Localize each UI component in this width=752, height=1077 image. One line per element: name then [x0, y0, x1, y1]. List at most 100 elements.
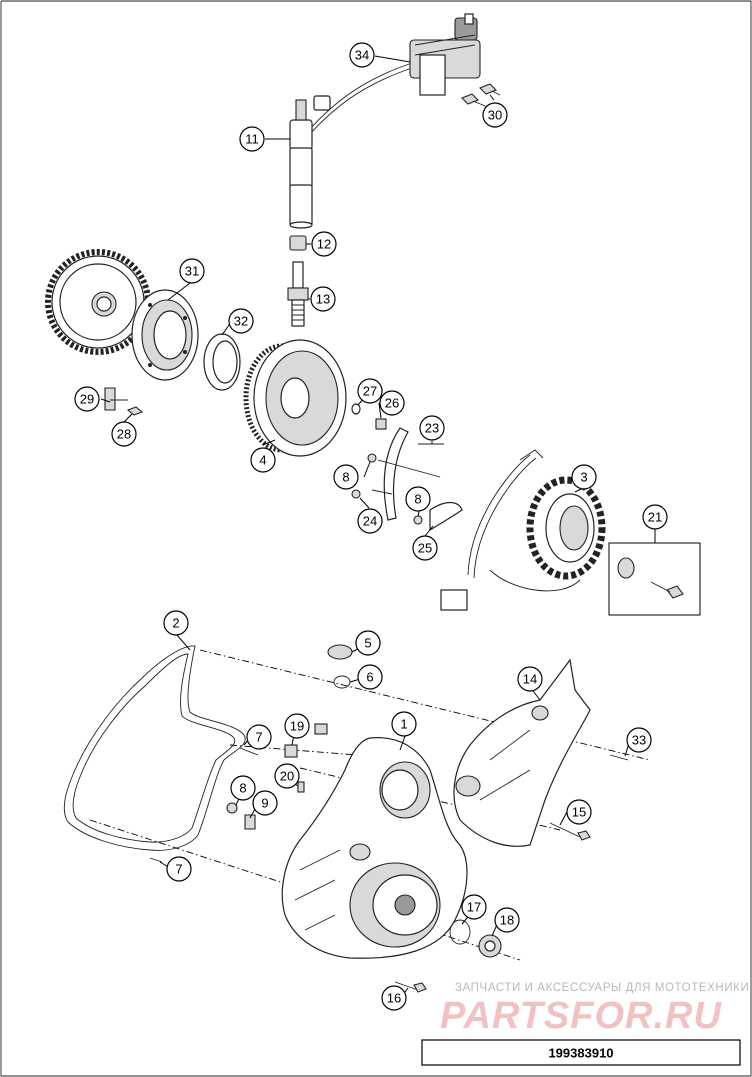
callout-13: 13 [310, 286, 336, 312]
callout-28-label: 28 [117, 427, 131, 442]
axis-line [89, 819, 521, 961]
callout-14: 14 [517, 666, 543, 692]
callout-19: 19 [284, 713, 310, 739]
callout-18: 18 [494, 907, 520, 933]
part-number-box [421, 1039, 741, 1066]
ignition-cover-part [281, 737, 468, 959]
cable-guide-part [351, 427, 463, 532]
callout-5: 5 [355, 630, 381, 656]
spark-plug-part [287, 261, 309, 327]
callout-14-label: 14 [523, 672, 537, 687]
callout-9-label: 9 [261, 796, 268, 811]
needle-bearing-part [203, 333, 241, 391]
cover-bolts-part [149, 723, 629, 993]
callout-19-label: 19 [290, 719, 304, 734]
inspection-plug-part [327, 644, 353, 660]
callout-17: 17 [461, 894, 487, 920]
callout-17-label: 17 [467, 900, 481, 915]
callout-13-label: 13 [316, 292, 330, 307]
gasket-inner [72, 653, 236, 843]
callout-34: 34 [349, 42, 375, 68]
callout-8b: 8 [405, 486, 431, 512]
callout-8c-label: 8 [239, 781, 246, 796]
callout-24-label: 24 [363, 514, 377, 529]
gasket-part [63, 645, 246, 851]
callout-4-label: 4 [259, 453, 266, 468]
callout-28: 28 [111, 421, 137, 447]
callout-4: 4 [250, 447, 276, 473]
callout-5-label: 5 [364, 636, 371, 651]
callout-25-label: 25 [418, 541, 432, 556]
callout-20-label: 20 [280, 769, 294, 784]
stator-part [440, 449, 606, 611]
callout-29-label: 29 [80, 392, 94, 407]
oring-part [333, 675, 351, 689]
spark-plug-cap-part [289, 95, 331, 229]
callout-21: 21 [642, 504, 668, 530]
callout-27: 27 [357, 378, 383, 404]
ignition-coil-part [299, 13, 481, 146]
sensor-bracket-part [104, 387, 144, 416]
callout-8a-label: 8 [342, 470, 349, 485]
callout-11-label: 11 [245, 132, 259, 147]
callout-31: 31 [179, 258, 205, 284]
callout-26: 26 [379, 390, 405, 416]
plug-nut-part [289, 235, 307, 251]
freewheel-gear-part [45, 249, 151, 355]
callout-18-label: 18 [500, 913, 514, 928]
callout-12-label: 12 [317, 237, 331, 252]
callout-23-label: 23 [425, 421, 439, 436]
callout-1-label: 1 [400, 717, 407, 732]
coil-bolts-part [461, 83, 501, 109]
callout-25: 25 [412, 535, 438, 561]
callout-11: 11 [239, 126, 265, 152]
callout-15: 15 [566, 799, 592, 825]
callout-15-label: 15 [572, 805, 586, 820]
kit-box-21 [608, 542, 701, 616]
part-number: 199383910 [548, 1046, 613, 1061]
callout-6: 6 [357, 664, 383, 690]
callout-29: 29 [74, 386, 100, 412]
callout-2-label: 2 [172, 616, 179, 631]
callout-12: 12 [311, 231, 337, 257]
callout-8a: 8 [333, 464, 359, 490]
callout-3: 3 [571, 464, 597, 490]
callouts: 34 30 11 12 13 31 32 27 26 23 29 28 4 8 … [74, 42, 668, 1011]
callout-1: 1 [391, 711, 417, 737]
callout-2: 2 [163, 610, 189, 636]
axis-line [199, 649, 651, 761]
callout-27-label: 27 [363, 384, 377, 399]
callout-7b-label: 7 [175, 862, 182, 877]
callout-34-label: 34 [355, 48, 369, 63]
callout-7a: 7 [246, 724, 272, 750]
callout-30-label: 30 [488, 108, 502, 123]
callout-32-label: 32 [234, 314, 248, 329]
callout-7b: 7 [166, 856, 192, 882]
callout-21-label: 21 [648, 510, 662, 525]
callout-16: 16 [381, 985, 407, 1011]
watermark-tagline: ЗАПЧАСТИ И АКСЕССУАРЫ ДЛЯ МОТОТЕХНИКИ [455, 982, 749, 994]
callout-8b-label: 8 [414, 492, 421, 507]
freewheel-part [131, 289, 199, 381]
watermark-logo: PARTSFOR.RU [440, 995, 722, 1037]
callout-23: 23 [419, 415, 445, 441]
callout-20: 20 [274, 763, 300, 789]
sprocket-cover-part [453, 658, 591, 847]
callout-9: 9 [252, 790, 278, 816]
rotor-nut-part [375, 418, 387, 430]
callout-30: 30 [482, 102, 508, 128]
callout-33-label: 33 [632, 733, 646, 748]
callout-7a-label: 7 [255, 730, 262, 745]
washer-part [351, 403, 361, 415]
rotor-part [243, 339, 347, 457]
callout-24: 24 [357, 508, 383, 534]
callout-8c: 8 [230, 775, 256, 801]
callout-16-label: 16 [387, 991, 401, 1006]
callout-3-label: 3 [580, 470, 587, 485]
callout-31-label: 31 [185, 264, 199, 279]
callout-6-label: 6 [366, 670, 373, 685]
callout-32: 32 [228, 308, 254, 334]
callout-26-label: 26 [385, 396, 399, 411]
